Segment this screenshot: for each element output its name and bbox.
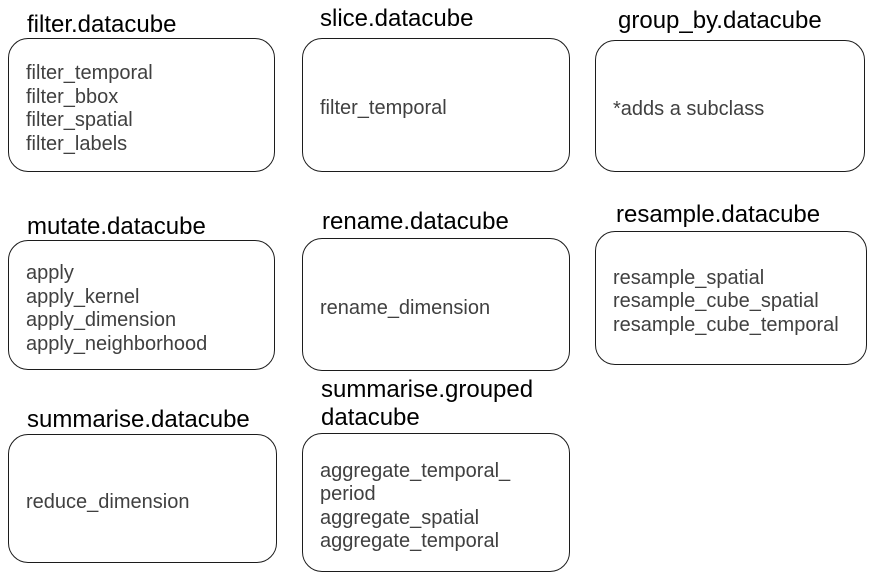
box-item: apply_dimension bbox=[26, 309, 177, 331]
box-item: *adds a subclass bbox=[613, 98, 765, 121]
box-title-mutate-datacube: mutate.datacube bbox=[27, 213, 206, 240]
box-item: aggregate_temporal_ period bbox=[320, 459, 511, 506]
box-mutate-datacube: apply apply_kernel apply_dimension apply… bbox=[8, 240, 275, 370]
box-item: filter_labels bbox=[26, 132, 128, 155]
box-resample-datacube: resample_spatial resample_cube_spatial r… bbox=[595, 231, 867, 365]
box-item: resample_cube_temporal bbox=[613, 313, 839, 336]
box-item: filter_temporal bbox=[26, 62, 153, 84]
box-title-filter-datacube: filter.datacube bbox=[27, 11, 177, 38]
box-title-summarise-datacube: summarise.datacube bbox=[27, 406, 250, 433]
box-title-summarise-grouped-datacube: summarise.grouped datacube bbox=[321, 376, 534, 431]
box-item: filter_spatial bbox=[26, 109, 133, 131]
box-item: apply_kernel bbox=[26, 285, 140, 308]
box-title-resample-datacube: resample.datacube bbox=[616, 201, 821, 228]
box-item: aggregate_spatial bbox=[320, 506, 480, 529]
box-item: apply_neighborhood bbox=[26, 332, 208, 355]
box-item: aggregate_temporal bbox=[320, 530, 500, 552]
box-item: filter_temporal bbox=[320, 97, 447, 120]
box-rename-datacube: rename_dimension bbox=[302, 238, 570, 371]
box-group-by-datacube: *adds a subclass bbox=[595, 40, 865, 172]
box-item: rename_dimension bbox=[320, 296, 491, 319]
box-item: apply bbox=[26, 262, 74, 284]
box-item: resample_spatial bbox=[613, 266, 765, 289]
box-item: reduce_dimension bbox=[26, 490, 190, 513]
box-item: resample_cube_spatial bbox=[613, 290, 819, 313]
box-title-slice-datacube: slice.datacube bbox=[320, 5, 474, 32]
box-summarise-grouped-datacube: aggregate_temporal_ period aggregate_spa… bbox=[302, 433, 570, 572]
box-filter-datacube: filter_temporal filter_bbox filter_spati… bbox=[8, 38, 275, 172]
box-item: filter_bbox bbox=[26, 85, 119, 108]
box-title-rename-datacube: rename.datacube bbox=[322, 208, 509, 235]
box-slice-datacube: filter_temporal bbox=[302, 38, 570, 172]
box-summarise-datacube: reduce_dimension bbox=[8, 434, 277, 563]
box-title-group-by-datacube: group_by.datacube bbox=[618, 7, 822, 34]
